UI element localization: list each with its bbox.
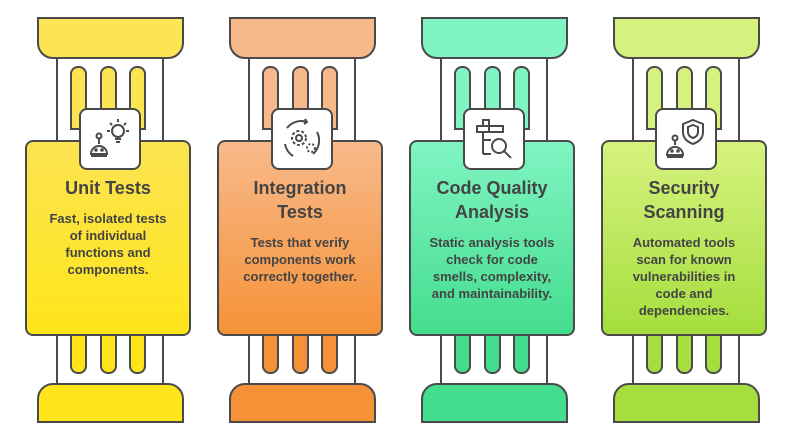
robot-shield-icon	[655, 108, 717, 170]
pillar-description: Tests that verify components work correc…	[243, 235, 357, 284]
pillar-flute	[262, 330, 279, 374]
pillar-title: Unit Tests	[65, 178, 151, 198]
pillar-flute	[321, 330, 338, 374]
pillar-flute	[292, 330, 309, 374]
pillar-flute	[100, 330, 117, 374]
gears-cycle-icon	[271, 108, 333, 170]
pillar-flute	[705, 330, 722, 374]
pillar-flute	[129, 330, 146, 374]
pillar-capital	[421, 17, 568, 59]
pillar-panel: Integration Tests Tests that verify comp…	[217, 140, 383, 336]
pillar-capital	[37, 17, 184, 59]
pillar-flute	[646, 330, 663, 374]
pillar-base	[37, 383, 184, 423]
pillar-panel: Security Scanning Automated tools scan f…	[601, 140, 767, 336]
pillar-capital	[613, 17, 760, 59]
pillar-flute	[513, 330, 530, 374]
pillar-description: Fast, isolated tests of individual funct…	[49, 211, 167, 277]
pillar-base	[421, 383, 568, 423]
pillar-panel: Code Quality Analysis Static analysis to…	[409, 140, 575, 336]
pillar-3: Code Quality Analysis Static analysis to…	[409, 0, 579, 445]
pillar-1: Unit Tests Fast, isolated tests of indiv…	[25, 0, 195, 445]
pillar-flute	[676, 330, 693, 374]
pillar-flute	[70, 330, 87, 374]
pillar-title: Security Scanning	[643, 178, 725, 222]
code-magnifier-icon	[463, 108, 525, 170]
pillar-description: Automated tools scan for known vulnerabi…	[632, 235, 736, 318]
pillar-description: Static analysis tools check for code sme…	[429, 235, 555, 301]
pillar-title: Code Quality Analysis	[436, 178, 548, 222]
robot-lightbulb-icon	[79, 108, 141, 170]
pillar-4: Security Scanning Automated tools scan f…	[601, 0, 771, 445]
pillar-base	[613, 383, 760, 423]
pillar-panel: Unit Tests Fast, isolated tests of indiv…	[25, 140, 191, 336]
pillar-base	[229, 383, 376, 423]
pillar-2: Integration Tests Tests that verify comp…	[217, 0, 387, 445]
pillar-capital	[229, 17, 376, 59]
pillar-title: Integration Tests	[253, 178, 347, 222]
pillar-flute	[454, 330, 471, 374]
pillar-flute	[484, 330, 501, 374]
